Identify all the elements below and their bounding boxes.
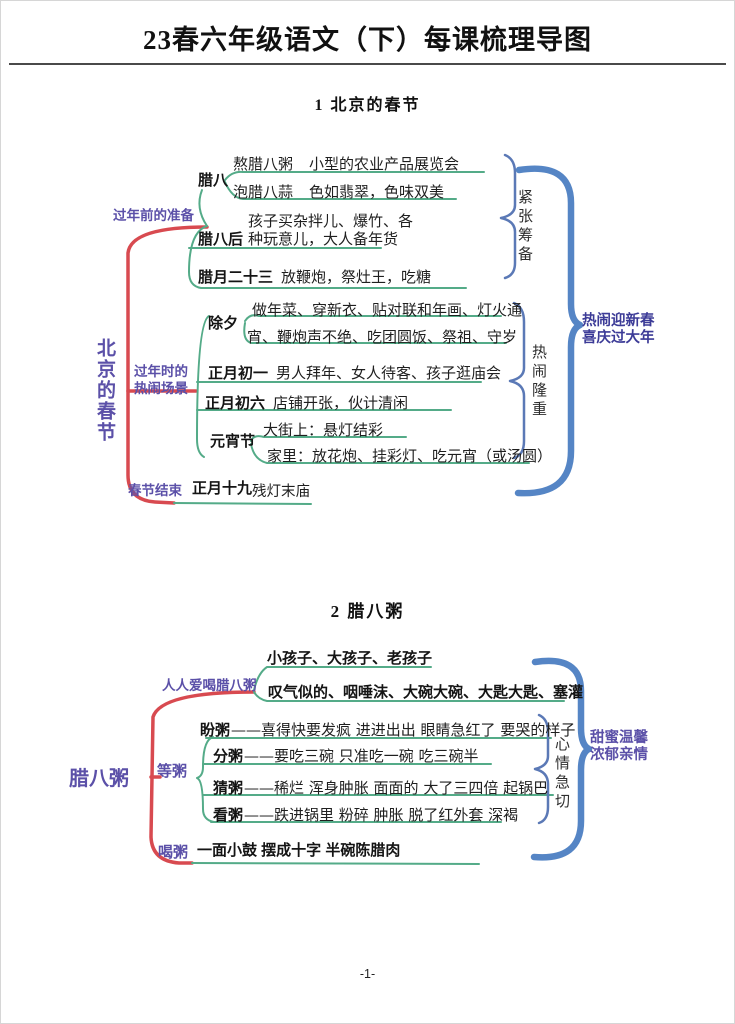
map1-node-nineteenth: 正月十九	[192, 480, 253, 497]
leaf-text: 小型的农业产品展览会	[309, 155, 460, 173]
map2-overall-note-line1: 甜蜜温馨	[590, 730, 648, 746]
map2-summary-wait: 心情急切	[553, 736, 571, 812]
map1-leaf-after-laba-line1: 孩子买杂拌儿、爆竹、各	[248, 212, 414, 230]
node-label: 正月初一	[208, 365, 269, 382]
page-number: -1-	[359, 967, 376, 981]
map2-leaf-love-row2: 叹气似的、咽唾沫、大碗大碗、大匙大匙、塞灌	[268, 684, 584, 701]
map1-leaf-chuxi-line2: 宵、鞭炮声不绝、吃团圆饭、祭祖、守岁	[247, 328, 518, 346]
map1-branch-preparation: 过年前的准备	[113, 208, 194, 223]
map1-leaf-chuxi-line1: 做年菜、穿新衣、贴对联和年画、灯火通	[252, 301, 523, 319]
map2-overall-note-line2: 浓郁亲情	[590, 747, 648, 763]
leaf-text: ——要吃三碗 只准吃一碗 吃三碗半	[244, 747, 479, 765]
node-label: 盼粥	[200, 722, 231, 739]
map2-node-guessing: 猜粥 ——稀烂 浑身肿胀 面面的 大了三四倍 起锅巴	[213, 777, 548, 798]
map1-leaf-laba-porridge: 熬腊八粥 小型的农业产品展览会	[233, 153, 459, 174]
map1-node-layue23: 腊月二十三 放鞭炮，祭灶王，吃糖	[198, 266, 431, 287]
map1-section-title: 1 北京的春节	[314, 97, 421, 114]
map1-node-chuxi: 除夕	[208, 315, 239, 332]
leaf-head: 熬腊八粥	[233, 155, 294, 173]
leaf-text: ——跌进锅里 粉碎 肿胀 脱了红外套 深褐	[244, 806, 519, 824]
map2-node-dividing: 分粥 ——要吃三碗 只准吃一碗 吃三碗半	[213, 745, 479, 766]
map2-root-node: 腊八粥	[69, 768, 129, 790]
leaf-text: ——稀烂 浑身肿胀 面面的 大了三四倍 起锅巴	[244, 779, 549, 797]
map1-node-after-laba: 腊八后	[198, 231, 244, 248]
map2-leaf-love-row1: 小孩子、大孩子、老孩子	[267, 650, 433, 667]
leaf-text: 色如翡翠，色味双美	[309, 183, 445, 201]
node-label: 腊月二十三	[198, 269, 274, 286]
map1-branch-festive-line1: 过年时的	[134, 364, 188, 379]
map1-leaf-after-laba-line2: 种玩意儿，大人备年货	[248, 230, 399, 248]
map1-node-first-day: 正月初一 男人拜年、女人待客、孩子逛庙会	[208, 362, 501, 383]
map1-leaf-lantern-street: 大街上：悬灯结彩	[263, 421, 384, 439]
leaf-text: 店铺开张，伙计清闲	[273, 394, 409, 412]
map1-node-laba: 腊八	[198, 172, 229, 189]
page-title: 23春六年级语文（下）每课梳理导图	[143, 25, 592, 55]
node-label: 正月初六	[205, 395, 266, 412]
map1-summary-festive: 热闹隆重	[530, 344, 548, 420]
map1-leaf-lantern-home: 家里：放花炮、挂彩灯、吃元宵（或汤圆）	[267, 447, 553, 465]
red-branch-lines	[126, 225, 256, 865]
map2-node-hoping: 盼粥 ——喜得快要发疯 进进出出 眼睛急红了 要哭的样子	[200, 719, 575, 740]
green-branch-lines	[173, 170, 565, 865]
small-brace-lines	[499, 153, 550, 825]
map2-branch-love: 人人爱喝腊八粥	[162, 678, 257, 693]
map2-section-title: 2 腊八粥	[330, 602, 405, 621]
leaf-text: 放鞭炮，祭灶王，吃糖	[281, 268, 432, 286]
node-label: 猜粥	[213, 780, 244, 797]
map1-overall-note-line1: 热闹迎新春	[582, 313, 655, 329]
node-label: 看粥	[213, 807, 244, 824]
map2-branch-wait: 等粥	[157, 763, 188, 780]
map1-node-sixth-day: 正月初六 店铺开张，伙计清闲	[205, 392, 408, 413]
map1-leaf-laba-garlic: 泡腊八蒜 色如翡翠，色味双美	[233, 181, 444, 202]
node-label: 分粥	[213, 748, 244, 765]
map1-branch-end: 春节结束	[128, 483, 182, 498]
leaf-text: 男人拜年、女人待客、孩子逛庙会	[276, 364, 502, 382]
big-brace-lines	[514, 165, 593, 861]
map1-root-node: 北京的春节	[94, 338, 115, 443]
map1-summary-preparation: 紧张筹备	[516, 189, 534, 265]
map1-leaf-end-text: 残灯末庙	[252, 484, 310, 500]
map2-branch-drink: 喝粥	[158, 844, 189, 861]
map2-leaf-drink-text: 一面小鼓 摆成十字 半碗陈腊肉	[197, 842, 401, 859]
map1-branch-festive-line2: 热闹场景	[134, 381, 188, 396]
leaf-text: ——喜得快要发疯 进进出出 眼睛急红了 要哭的样子	[231, 721, 576, 739]
title-divider	[9, 63, 726, 65]
map1-overall-note-line2: 喜庆过大年	[582, 330, 655, 346]
leaf-head: 泡腊八蒜	[233, 183, 294, 201]
map1-node-lantern-festival: 元宵节	[210, 433, 256, 450]
map2-node-watching: 看粥 ——跌进锅里 粉碎 肿胀 脱了红外套 深褐	[213, 804, 518, 825]
